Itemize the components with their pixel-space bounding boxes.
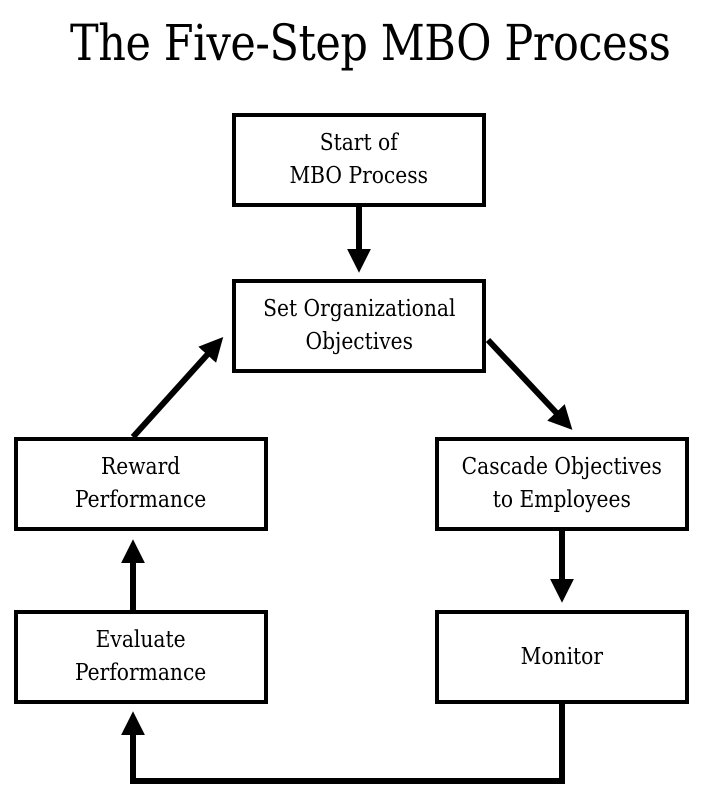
start-box-line-1: Start of [320,130,398,156]
set-organizational-objectives-box: Set Organizational Objectives [232,279,486,373]
reward-box-line-2: Performance [75,487,207,513]
monitor-box: Monitor [435,610,689,704]
arrow-set-to-cascade [485,337,573,430]
evaluate-box-line-1: Evaluate [96,627,186,653]
cascade-objectives-box: Cascade Objectives to Employees [435,437,689,531]
set-box-line-2: Objectives [305,329,413,355]
evaluate-box-label: Evaluate Performance [75,624,206,690]
reward-box-line-1: Reward [101,454,181,480]
start-box-label: Start of MBO Process [290,127,429,193]
cascade-box-line-1: Cascade Objectives [461,454,663,480]
reward-performance-box: Reward Performance [14,437,268,531]
evaluate-performance-box: Evaluate Performance [14,610,268,704]
cascade-box-label: Cascade Objectives to Employees [462,451,662,517]
monitor-box-label: Monitor [521,641,603,674]
arrow-monitor-to-evaluate [121,704,565,784]
set-box-line-1: Set Organizational [262,296,456,322]
start-box-line-2: MBO Process [289,163,429,189]
monitor-box-line-1: Monitor [520,643,604,670]
diagram-title: The Five-Step MBO Process [70,14,671,72]
arrow-reward-to-set [130,336,224,440]
start-of-mbo-process-box: Start of MBO Process [232,113,486,207]
cascade-box-line-2: to Employees [492,487,632,513]
reward-box-label: Reward Performance [75,451,206,517]
evaluate-box-line-2: Performance [75,660,207,686]
set-box-label: Set Organizational Objectives [263,293,455,359]
